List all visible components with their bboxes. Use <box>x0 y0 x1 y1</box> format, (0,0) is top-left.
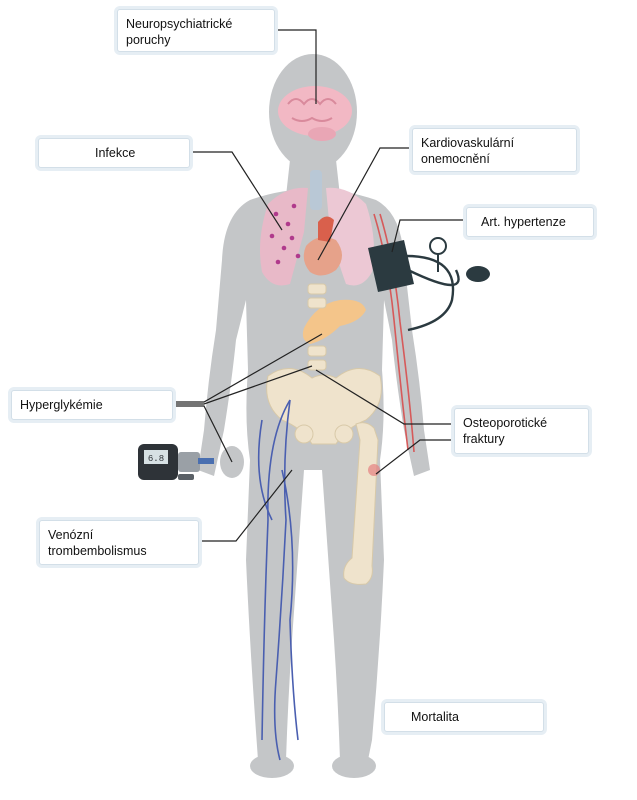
label-text: Kardiovaskulární <box>421 136 515 150</box>
label-neuropsychiatric: Neuropsychiatrické poruchy <box>117 9 275 52</box>
brain-icon <box>278 86 352 141</box>
skeleton-icon <box>266 283 382 585</box>
pancreas-icon <box>302 299 366 344</box>
glucometer-icon: 6.8 <box>138 444 214 480</box>
label-hypertension: Art. hypertenze <box>466 207 594 237</box>
label-text: Venózní <box>48 528 94 542</box>
label-text: fraktury <box>463 432 505 446</box>
label-text: Hyperglykémie <box>20 398 103 412</box>
veins-icon <box>257 399 299 761</box>
lungs-icon <box>260 170 374 286</box>
label-osteoporotic-fractures: Osteoporotické fraktury <box>454 408 589 454</box>
label-cardiovascular: Kardiovaskulární onemocnění <box>412 128 577 172</box>
fracture-mark <box>368 464 380 476</box>
label-text: onemocnění <box>421 152 490 166</box>
label-text: Mortalita <box>411 710 459 724</box>
label-text: Neuropsychiatrické <box>126 17 233 31</box>
label-infection: Infekce <box>38 138 190 168</box>
label-text: trombembolismus <box>48 544 147 558</box>
label-venous-thromboembolism: Venózní trombembolismus <box>39 520 199 565</box>
label-text: poruchy <box>126 33 171 47</box>
label-text: Osteoporotické <box>463 416 548 430</box>
glucometer-reading: 6.8 <box>148 454 164 464</box>
label-text: Infekce <box>95 146 136 160</box>
label-mortality: Mortalita <box>384 702 544 732</box>
heart-icon <box>303 216 342 276</box>
blood-pressure-icon <box>368 237 490 332</box>
label-text: Art. hypertenze <box>481 215 566 229</box>
body-silhouette <box>198 54 430 778</box>
label-hyperglycemia: Hyperglykémie <box>11 390 173 420</box>
connector-lines <box>173 29 466 542</box>
